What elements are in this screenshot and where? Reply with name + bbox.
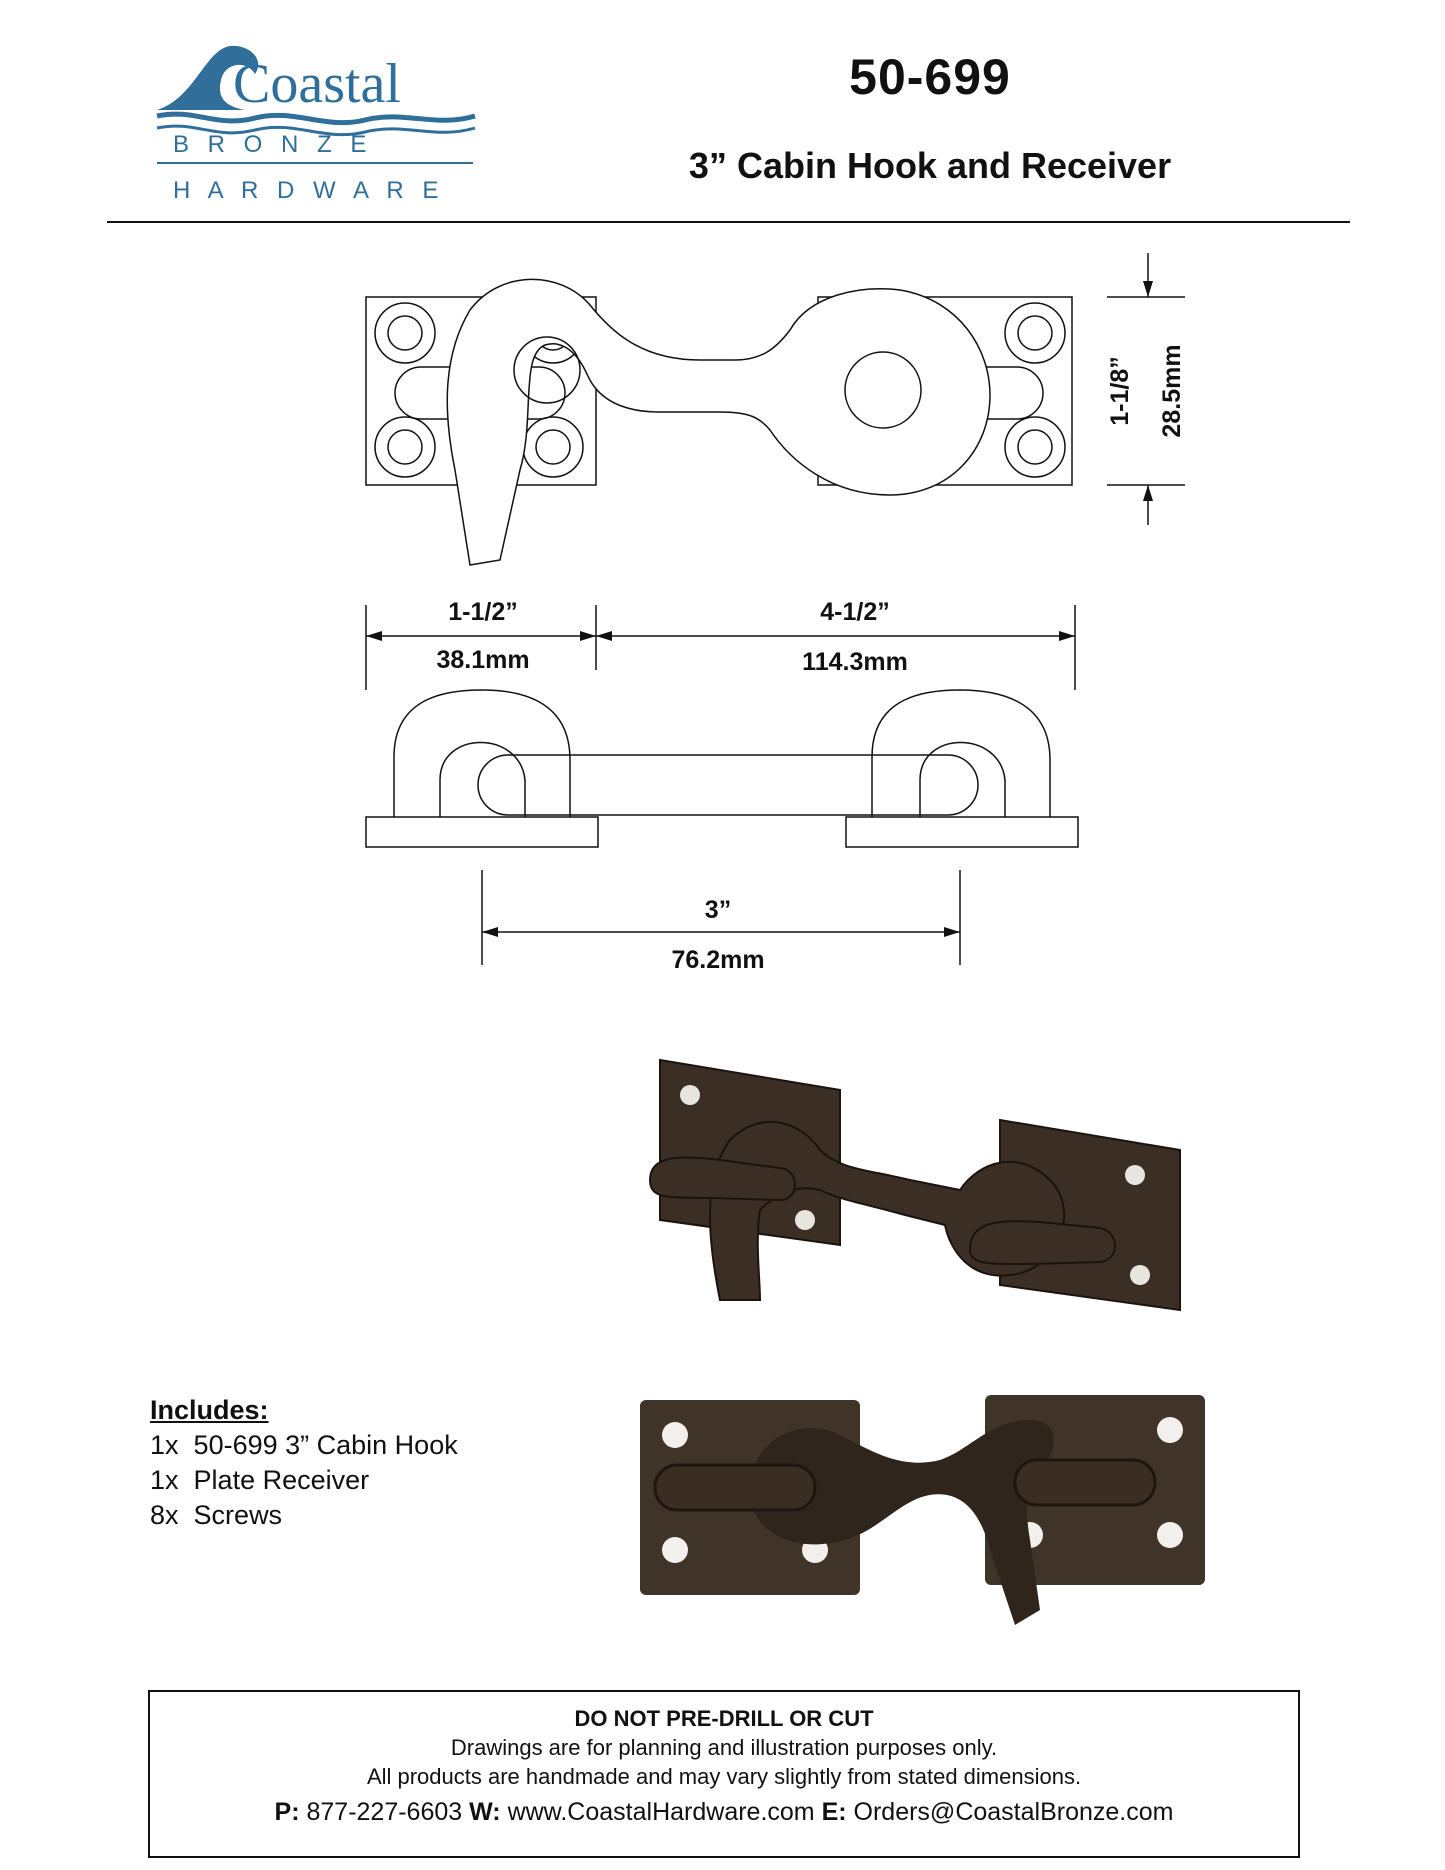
product-title: 3” Cabin Hook and Receiver: [688, 145, 1172, 186]
render-right-staple: [968, 1220, 1116, 1266]
includes-item: 8x Screws: [150, 1500, 283, 1530]
arrow-right-start: [596, 631, 612, 641]
logo-hardware-text: H A R D W A R E: [173, 177, 444, 204]
includes-item: 1x Plate Receiver: [150, 1465, 370, 1495]
notice-line: Drawings are for planning and illustrati…: [450, 1735, 998, 1760]
coastal-bronze-logo: Coastal B R O N Z E H A R D W A R E: [156, 45, 476, 204]
left-mm-label: 38.1mm: [436, 646, 529, 674]
logo-divider: [157, 162, 473, 164]
arrow-hook-end: [944, 927, 960, 937]
header-divider: [107, 221, 1350, 223]
arrow-hook-start: [482, 927, 498, 937]
photo-hook: [750, 1420, 1054, 1625]
web-label: W:: [469, 1798, 501, 1826]
includes-item: 1x 50-699 3” Cabin Hook: [150, 1430, 458, 1460]
arrow-height-bottom: [1143, 485, 1153, 501]
hook-3d-render: [648, 1058, 1181, 1312]
notice-box: DO NOT PRE-DRILL OR CUT Drawings are for…: [148, 1690, 1300, 1858]
technical-drawing: 1-1/8” 28.5mm 1-1/2” 38.1mm 4-1/2” 114.3…: [365, 253, 1186, 974]
left-in-label: 1-1/2”: [448, 598, 517, 626]
left-eye-top-view: [513, 336, 581, 404]
phone-label: P:: [274, 1798, 300, 1826]
right-mm-label: 114.3mm: [802, 648, 908, 676]
right-plate-holes: [1004, 302, 1066, 478]
hook-product-photo: [640, 1395, 1205, 1625]
logo-wave-mark: [157, 45, 259, 110]
height-mm-label: 28.5mm: [1158, 344, 1186, 437]
right-eye-top-view: [844, 351, 922, 429]
logo-bronze-text: B R O N Z E: [173, 131, 372, 158]
arrow-left-start: [366, 631, 382, 641]
logo-wave-line-2: [156, 124, 476, 137]
hook-top-view: [446, 278, 991, 566]
right-hook-side-view: [919, 741, 1006, 817]
render-left-staple: [648, 1156, 796, 1202]
notice-line: All products are handmade and may vary s…: [366, 1764, 1082, 1789]
website-link[interactable]: www.CoastalHardware.com: [507, 1798, 815, 1826]
photo-right-staple: [1013, 1458, 1157, 1507]
notice-heading: DO NOT PRE-DRILL OR CUT: [574, 1706, 874, 1731]
left-plate-side-view: [365, 816, 599, 848]
hook-in-label: 3”: [705, 896, 731, 924]
logo-wordmark: Coastal: [233, 53, 401, 115]
logo-wave-line: [156, 111, 476, 126]
phone-number[interactable]: 877-227-6603: [306, 1798, 463, 1826]
product-code: 50-699: [849, 49, 1011, 105]
hook-side-view: [439, 741, 526, 817]
right-staple-side-view: [871, 689, 1051, 817]
right-plate-side-view: [845, 816, 1079, 848]
left-staple-side-view: [393, 689, 571, 817]
hook-mm-label: 76.2mm: [671, 946, 764, 974]
email-link[interactable]: Orders@CoastalBronze.com: [853, 1798, 1174, 1826]
contact-line: P: 877-227-6603 W: www.CoastalHardware.c…: [150, 1798, 1298, 1827]
hook-bar-side-view: [477, 754, 979, 816]
right-in-label: 4-1/2”: [820, 598, 889, 626]
arrow-right-end: [1059, 631, 1075, 641]
height-in-label: 1-1/8”: [1106, 356, 1134, 425]
arrow-left-end: [580, 631, 596, 641]
email-label: E:: [821, 1798, 847, 1826]
includes-title: Includes:: [150, 1395, 269, 1425]
photo-left-staple: [653, 1463, 817, 1512]
includes-list: Includes: 1x 50-699 3” Cabin Hook 1x Pla…: [150, 1393, 610, 1533]
arrow-height-top: [1143, 281, 1153, 297]
